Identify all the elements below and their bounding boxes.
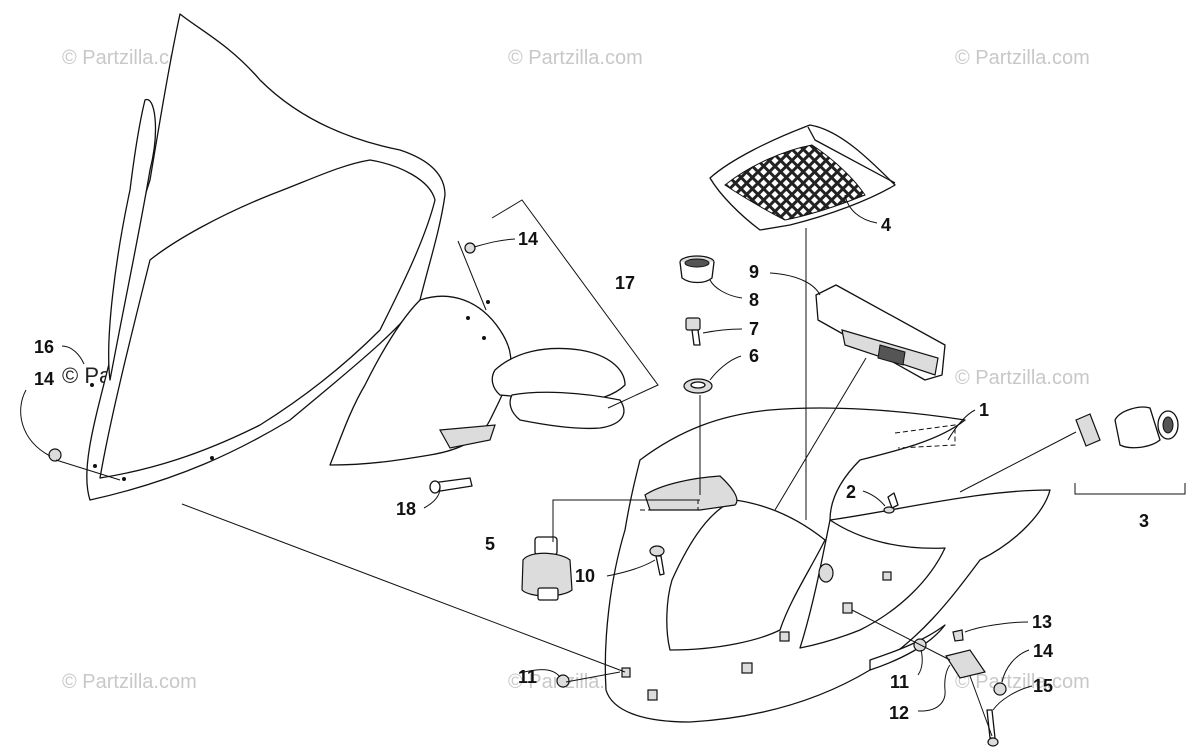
callout-13: 13 <box>1032 612 1052 632</box>
watermark-top-left: © Partzilla.com <box>62 47 197 69</box>
watermark-bottom-right: © Partzilla.com <box>955 671 1090 693</box>
switch <box>521 536 573 601</box>
callout-14-left: 14 <box>34 369 54 389</box>
key <box>685 317 701 346</box>
watermark-top-right: © Partzilla.com <box>955 47 1090 69</box>
watermark-mid-right: © Partzilla.com <box>955 367 1090 389</box>
ignition-cap <box>679 255 715 284</box>
gauge-module <box>815 284 946 381</box>
callout-17: 17 <box>615 273 635 293</box>
callouts: 1 2 3 4 5 6 7 8 9 10 11 11 12 13 14 14 1… <box>34 215 1149 723</box>
callout-9: 9 <box>749 262 759 282</box>
callout-15: 15 <box>1033 676 1053 696</box>
power-socket <box>1074 406 1186 495</box>
callout-14-right: 14 <box>1033 641 1053 661</box>
callout-1: 1 <box>979 400 989 420</box>
windshield-fasteners <box>48 242 570 688</box>
callout-11-left: 11 <box>518 667 537 687</box>
ignition-nut <box>683 378 713 394</box>
callout-5: 5 <box>485 534 495 554</box>
watermark-top-center: © Partzilla.com <box>508 47 643 69</box>
callout-18: 18 <box>396 499 416 519</box>
screw-10 <box>649 545 665 576</box>
callout-3: 3 <box>1139 511 1149 531</box>
mirror-assembly <box>329 199 659 466</box>
leader-lines <box>20 194 1077 737</box>
windshield <box>86 13 446 501</box>
callout-11-right: 11 <box>890 672 909 692</box>
storage-tray <box>709 124 896 231</box>
callout-16: 16 <box>34 337 54 357</box>
callout-4: 4 <box>881 215 891 235</box>
watermark-bottom-left: © Partzilla.com <box>62 671 197 693</box>
callout-7: 7 <box>749 319 759 339</box>
callout-8: 8 <box>749 290 759 310</box>
callout-2: 2 <box>846 482 856 502</box>
callout-12: 12 <box>889 703 909 723</box>
screw-2 <box>883 492 899 514</box>
callout-10: 10 <box>575 566 595 586</box>
callout-6: 6 <box>749 346 759 366</box>
push-rivet-18 <box>429 477 473 494</box>
main-hood <box>604 407 1051 723</box>
callout-14-mirror: 14 <box>518 229 538 249</box>
